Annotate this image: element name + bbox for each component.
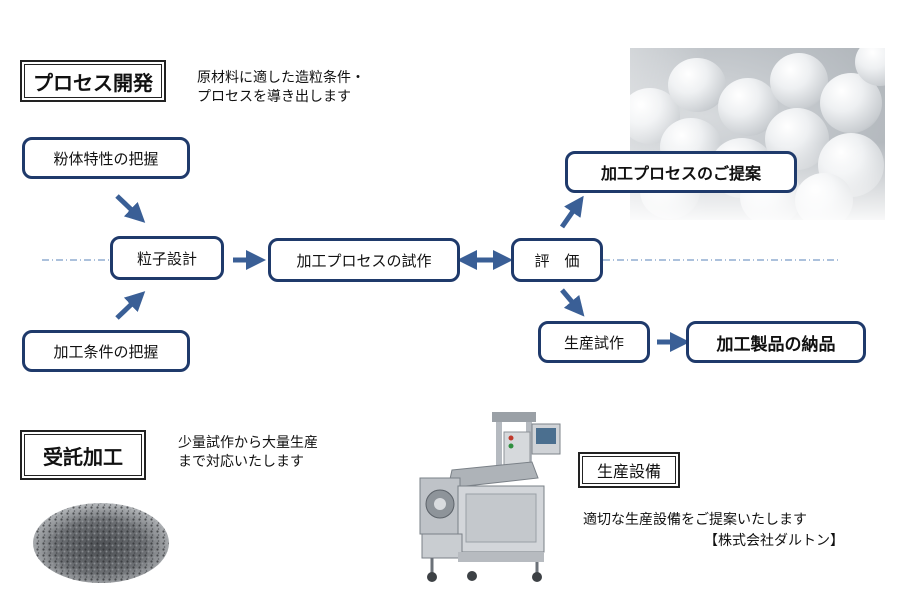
node-evaluation: 評 価 xyxy=(511,238,603,282)
contract-processing-description-line2: まで対応いたします xyxy=(178,454,304,470)
section-title-production-equipment: 生産設備 xyxy=(578,452,680,488)
arrow-powder-to-design xyxy=(115,194,146,223)
node-process-trial-label: 加工プロセスの試作 xyxy=(296,251,432,270)
process-development-description-line2: プロセスを導き出します xyxy=(197,89,351,105)
process-development-description: 原材料に適した造粒条件・ プロセスを導き出します xyxy=(197,69,365,107)
contract-processing-description-line1: 少量試作から大量生産 xyxy=(178,435,318,451)
node-particle-design: 粒子設計 xyxy=(110,236,224,280)
node-product-delivery: 加工製品の納品 xyxy=(686,321,866,363)
section-title-contract-processing-text: 受託加工 xyxy=(43,444,123,469)
node-trial-production-label: 生産試作 xyxy=(563,333,624,352)
contract-processing-description: 少量試作から大量生産 まで対応いたします xyxy=(178,434,318,472)
node-process-proposal: 加工プロセスのご提案 xyxy=(565,151,797,193)
node-trial-production: 生産試作 xyxy=(538,321,650,363)
production-machine-photo xyxy=(419,412,561,582)
node-powder-properties-label: 粉体特性の把握 xyxy=(53,149,159,168)
section-title-production-equipment-text: 生産設備 xyxy=(596,462,661,481)
node-processing-conditions-label: 加工条件の把握 xyxy=(53,342,159,361)
arrow-evaluation-to-trial-production xyxy=(560,288,585,317)
node-evaluation-label: 評 価 xyxy=(534,251,580,270)
equipment-description-line2: 【株式会社ダルトン】 xyxy=(704,533,844,549)
node-processing-conditions: 加工条件の把握 xyxy=(22,330,190,372)
node-process-trial: 加工プロセスの試作 xyxy=(268,238,460,282)
node-process-proposal-label: 加工プロセスのご提案 xyxy=(600,164,761,183)
arrow-conditions-to-design xyxy=(115,291,146,320)
section-title-process-development-text: プロセス開発 xyxy=(33,70,153,95)
equipment-description-line1: 適切な生産設備をご提案いたします xyxy=(583,512,807,528)
arrow-evaluation-to-proposal xyxy=(559,195,584,229)
grains-photo xyxy=(33,503,169,583)
section-title-contract-processing: 受託加工 xyxy=(20,430,146,480)
process-development-description-line1: 原材料に適した造粒条件・ xyxy=(197,70,365,86)
node-product-delivery-label: 加工製品の納品 xyxy=(716,334,836,355)
node-particle-design-label: 粒子設計 xyxy=(136,249,197,268)
node-powder-properties: 粉体特性の把握 xyxy=(22,137,190,179)
section-title-process-development: プロセス開発 xyxy=(20,60,166,102)
